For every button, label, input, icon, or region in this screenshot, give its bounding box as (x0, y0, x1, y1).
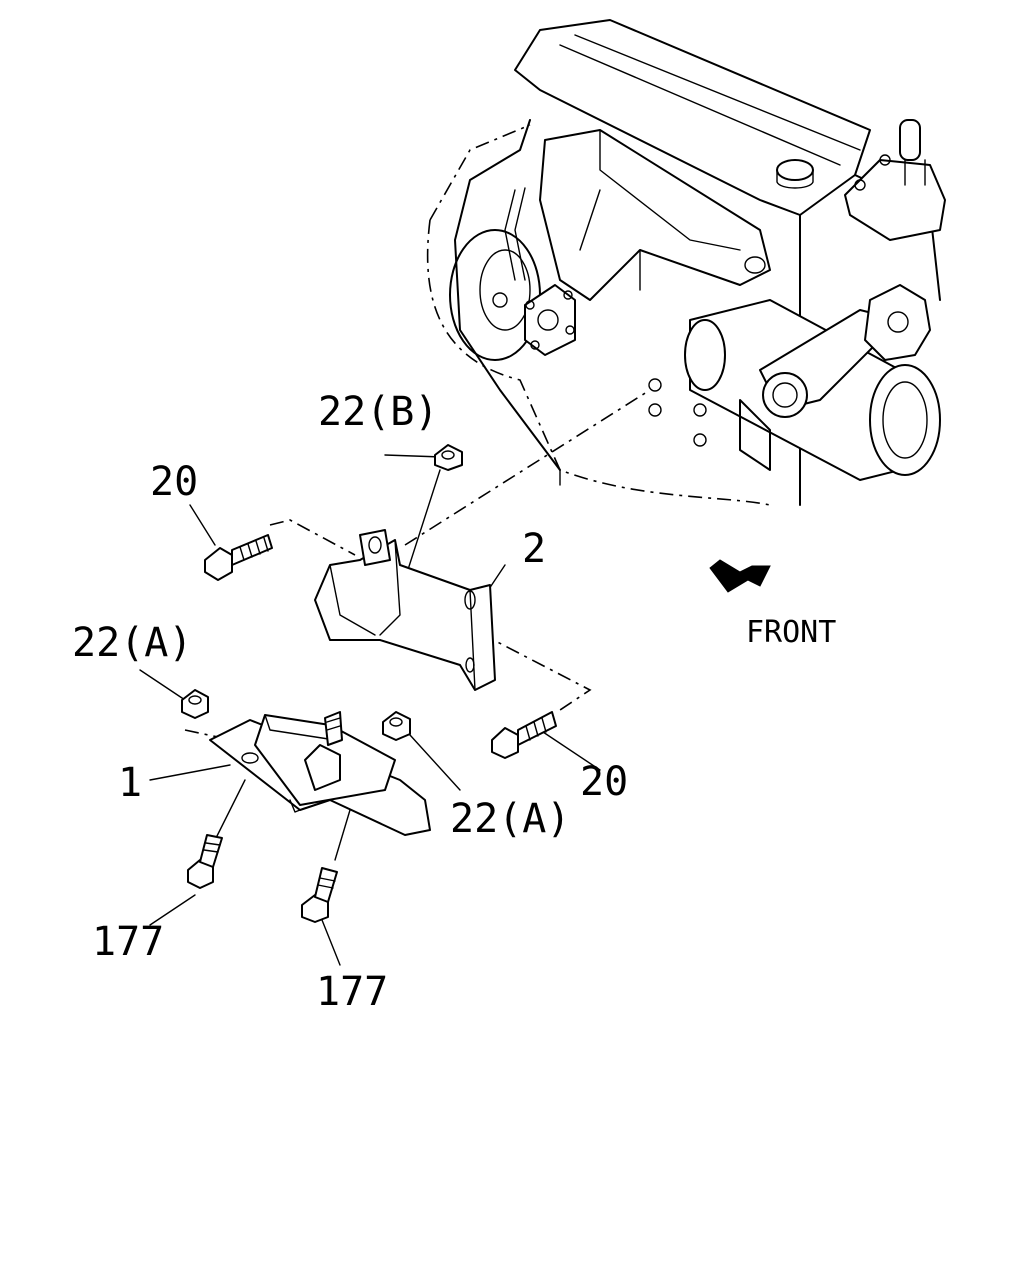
label-part-20-upper: 20 (150, 459, 198, 505)
label-part-22b: 22(B) (318, 389, 438, 435)
bolt-20-lower (491, 711, 557, 759)
assembly-lines (139, 389, 651, 966)
bolt-177-right (301, 867, 338, 923)
bolt-177-left (187, 834, 223, 889)
label-part-20-lower: 20 (580, 759, 628, 805)
label-part-22a-right: 22(A) (450, 796, 570, 842)
nut-22a-left (181, 689, 209, 719)
label-part-177-right: 177 (316, 969, 388, 1015)
bolt-20-upper (204, 534, 273, 581)
label-part-2: 2 (522, 526, 546, 572)
engine-mount-bracket (314, 529, 496, 691)
nut-22a-right (382, 711, 411, 741)
engine-mount-insulator (209, 711, 431, 836)
label-part-22a-left: 22(A) (72, 620, 192, 666)
label-front: FRONT (746, 615, 836, 650)
label-part-177-left: 177 (92, 919, 164, 965)
nut-22b (434, 444, 463, 471)
engine-assembly (426, 19, 946, 506)
front-direction-arrow-icon (709, 559, 771, 593)
label-part-1: 1 (118, 760, 142, 806)
